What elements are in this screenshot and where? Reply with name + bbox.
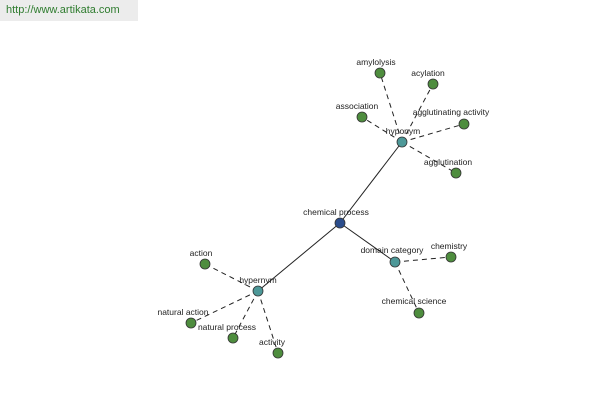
node-label-amylolysis[interactable]: amylolysis bbox=[356, 57, 395, 67]
node-label-naturalaction[interactable]: natural action bbox=[157, 307, 208, 317]
edge-domain-chemistry bbox=[394, 256, 452, 263]
nodes-layer bbox=[185, 67, 470, 359]
edge-hypernym-activity bbox=[257, 290, 279, 354]
node-action[interactable] bbox=[199, 258, 211, 270]
edge-hypernym-action bbox=[204, 263, 259, 292]
edge-hyponym-agglutination bbox=[401, 141, 457, 174]
edge-root-domain bbox=[339, 222, 396, 263]
edge-hyponym-amylolysis bbox=[379, 72, 403, 143]
node-association[interactable] bbox=[356, 111, 368, 123]
node-label-activity[interactable]: activity bbox=[259, 337, 286, 347]
edge-hyponym-acylation bbox=[401, 83, 434, 143]
node-label-action[interactable]: action bbox=[190, 248, 213, 258]
node-label-agglutinating[interactable]: agglutinating activity bbox=[413, 107, 490, 117]
node-agglutination[interactable] bbox=[450, 167, 462, 179]
edge-hypernym-naturalaction bbox=[190, 290, 259, 324]
node-label-chemistry[interactable]: chemistry bbox=[431, 241, 468, 251]
node-activity[interactable] bbox=[272, 347, 284, 359]
labels-layer: chemical process hyponym domain category hy… bbox=[157, 57, 490, 347]
site-url-link[interactable]: http://www.artikata.com bbox=[6, 4, 120, 16]
url-bar: http://www.artikata.com bbox=[0, 0, 138, 21]
node-agglutinating[interactable] bbox=[458, 118, 470, 130]
node-label-hypernym[interactable]: hypernym bbox=[239, 275, 276, 285]
edge-domain-chemsci bbox=[394, 261, 420, 314]
node-label-naturalprocess[interactable]: natural process bbox=[198, 322, 256, 332]
node-label-hyponym[interactable]: hyponym bbox=[386, 126, 421, 136]
node-naturalaction[interactable] bbox=[185, 317, 197, 329]
node-label-domain[interactable]: domain category bbox=[361, 245, 425, 255]
node-naturalprocess[interactable] bbox=[227, 332, 239, 344]
node-label-association[interactable]: association bbox=[336, 101, 379, 111]
node-hyponym[interactable] bbox=[396, 136, 408, 148]
node-label-acylation[interactable]: acylation bbox=[411, 68, 445, 78]
node-domain[interactable] bbox=[389, 256, 401, 268]
edge-root-hypernym bbox=[257, 222, 341, 292]
node-hypernym[interactable] bbox=[252, 285, 264, 297]
node-chemsci[interactable] bbox=[413, 307, 425, 319]
node-root[interactable] bbox=[334, 217, 346, 229]
node-label-root[interactable]: chemical process bbox=[303, 207, 369, 217]
node-amylolysis[interactable] bbox=[374, 67, 386, 79]
edges-layer bbox=[190, 72, 465, 354]
edge-hyponym-agglutinating bbox=[401, 123, 465, 143]
edge-root-hyponym bbox=[339, 141, 403, 224]
node-chemistry[interactable] bbox=[445, 251, 457, 263]
node-label-agglutination[interactable]: agglutination bbox=[424, 157, 472, 167]
edge-hyponym-association bbox=[361, 116, 403, 143]
node-acylation[interactable] bbox=[427, 78, 439, 90]
node-label-chemsci[interactable]: chemical science bbox=[382, 296, 447, 306]
